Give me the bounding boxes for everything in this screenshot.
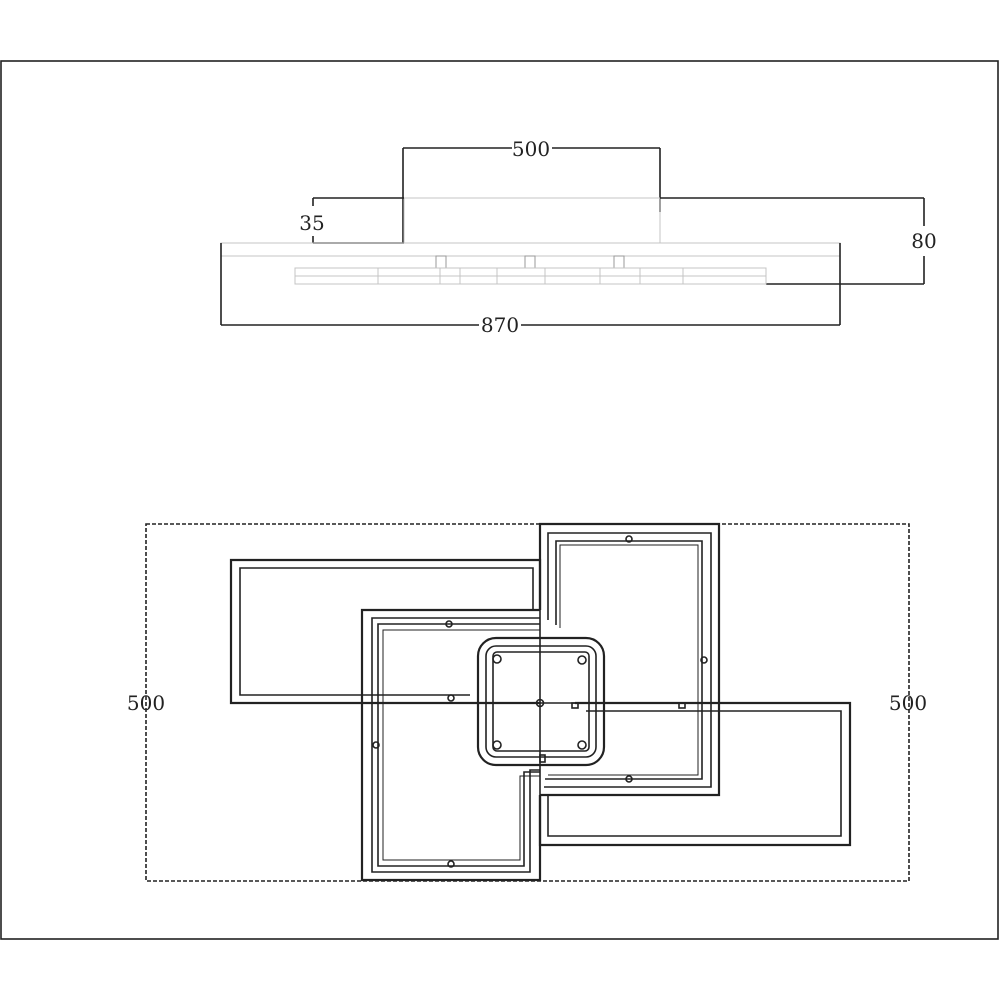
clip-icon (372, 741, 380, 749)
frame-bottom-left (360, 608, 542, 882)
dimension-total-height: 80 (660, 197, 937, 285)
clip-icon (700, 656, 708, 664)
mount-points (372, 535, 708, 868)
light-frame-profile (294, 267, 767, 285)
center-canopy (476, 636, 606, 767)
screw-icon (535, 698, 545, 708)
clip-icon (447, 694, 455, 702)
screw-icon (492, 740, 502, 750)
dimension-label-500-left: 500 (127, 691, 165, 715)
connector-icon (539, 754, 546, 763)
center-crosshair (470, 610, 590, 795)
canopy-body (403, 197, 661, 244)
clip-icon (445, 620, 453, 628)
plan-view: 500 500 (127, 522, 927, 882)
mounting-plate (220, 242, 841, 257)
connector-icon (571, 702, 579, 709)
dimension-top-width: 500 (402, 137, 661, 243)
clip-icon (625, 535, 633, 543)
dimension-label-35: 35 (299, 211, 324, 235)
dimension-label-870: 870 (481, 313, 519, 337)
drawing-frame (0, 60, 999, 940)
dimension-label-80: 80 (911, 229, 936, 253)
frame-bottom-right (538, 701, 852, 847)
clip-icon (625, 775, 633, 783)
screw-icon (577, 740, 587, 750)
screw-icon (577, 655, 587, 665)
spacer-posts (435, 255, 625, 269)
clip-icon (447, 860, 455, 868)
side-view: 500 35 80 (220, 137, 937, 337)
dimension-label-500-right: 500 (889, 691, 927, 715)
connector-icon (678, 702, 686, 709)
dimension-label-500-top: 500 (512, 137, 550, 161)
screw-icon (492, 654, 502, 664)
dimension-total-width: 870 (220, 243, 841, 337)
dimension-body-height: 35 (299, 197, 404, 244)
frame-top-right (538, 522, 721, 797)
